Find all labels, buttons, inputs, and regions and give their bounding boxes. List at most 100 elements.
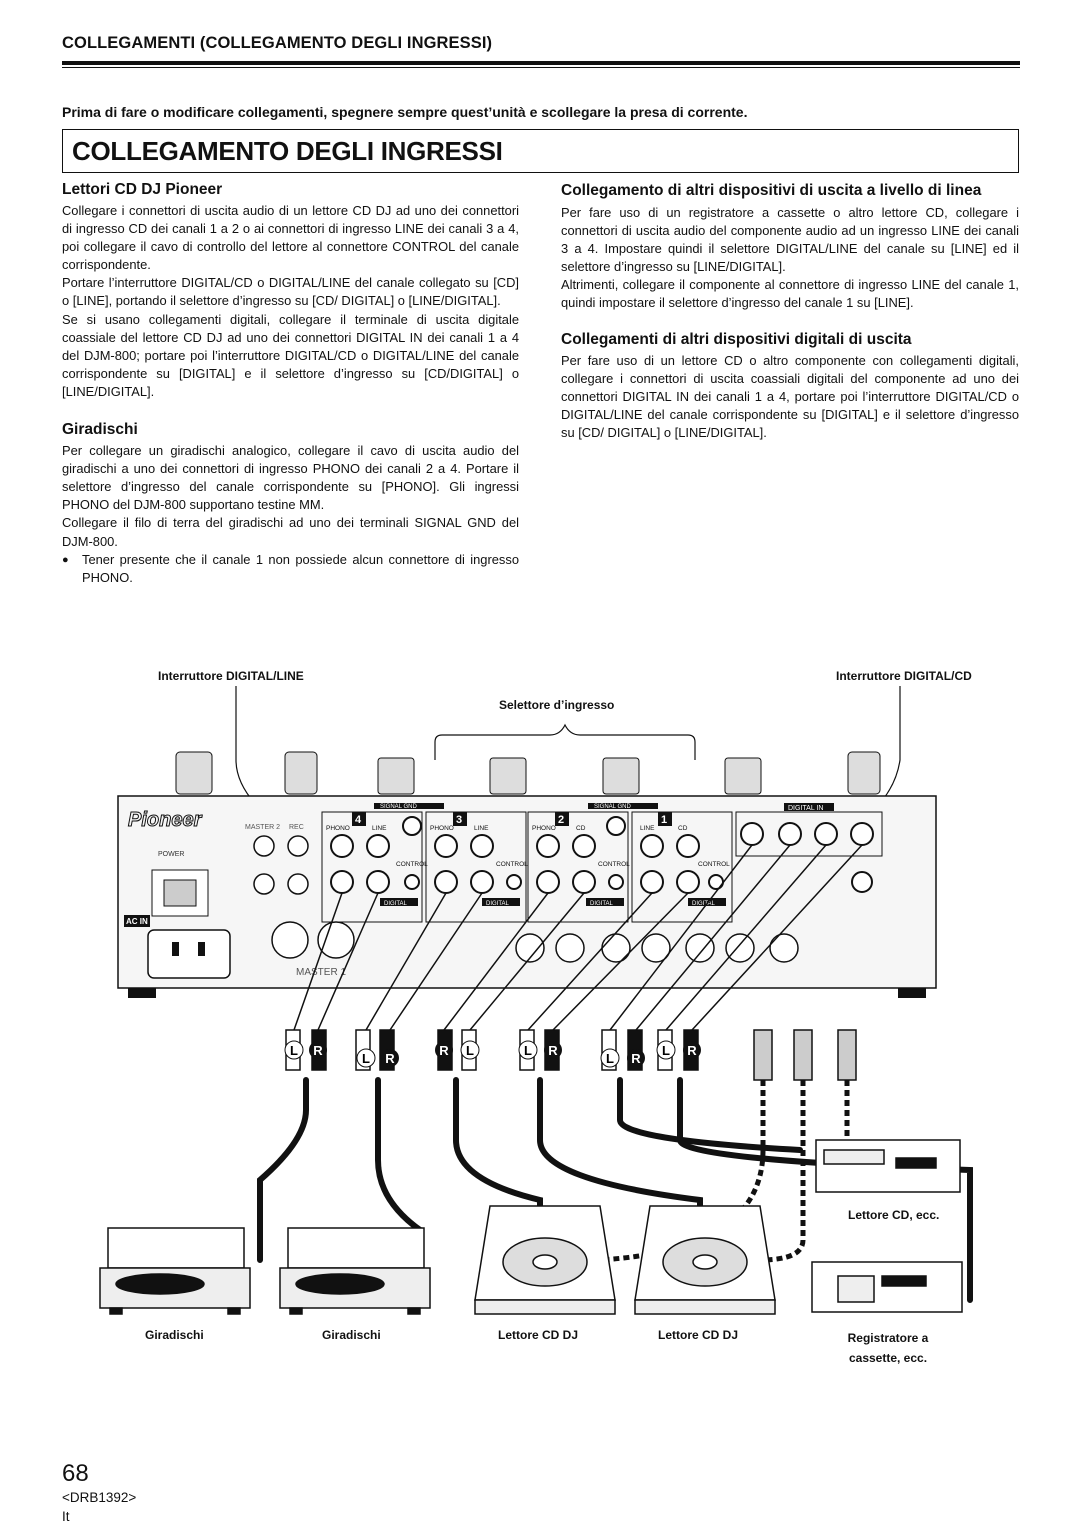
label-cdj-1: Lettore CD DJ	[498, 1328, 579, 1342]
phono-label: PHONO	[532, 825, 556, 832]
line-label: LINE	[372, 825, 387, 832]
label-turntable-2: Giradischi	[322, 1328, 381, 1342]
plug-L: L	[662, 1043, 670, 1058]
signal-gnd-label: SIGNAL GND	[380, 804, 417, 810]
warning-text: Prima di fare o modificare collegamenti,…	[62, 104, 748, 120]
other-paragraph-1: Per fare uso di un registratore a casset…	[561, 205, 1019, 275]
cd-label: CD	[678, 825, 688, 832]
plug-R: R	[548, 1043, 558, 1058]
turntable-1	[99, 1227, 251, 1315]
phono-label: PHONO	[326, 825, 350, 832]
ac-in-label: AC IN	[126, 917, 148, 926]
digital-switch-label: DIGITAL	[590, 901, 614, 907]
main-title-box	[62, 129, 1019, 173]
master2-label: MASTER 2	[245, 824, 280, 831]
digital-heading: Collegamenti di altri dispositivi digita…	[561, 330, 912, 348]
plug-L: L	[466, 1043, 474, 1058]
phono-label: PHONO	[430, 825, 454, 832]
ac-in-badge	[124, 915, 150, 927]
selector-bracket	[434, 723, 696, 760]
plug-R: R	[385, 1051, 395, 1066]
selector-knob	[489, 757, 527, 795]
label-digital-cd-switch: Interruttore DIGITAL/CD	[836, 669, 972, 683]
plug-R: R	[631, 1051, 641, 1066]
label-turntable-1: Giradischi	[145, 1328, 204, 1342]
master1-label: MASTER 1	[296, 967, 346, 978]
main-title: COLLEGAMENTO DEGLI INGRESSI	[72, 136, 503, 166]
cd-player-etc	[815, 1139, 961, 1193]
other-heading: Collegamento di altri dispositivi di usc…	[561, 182, 982, 199]
connection-diagram: Pioneer POWER AC IN MASTER 2 REC MASTER …	[99, 686, 973, 1315]
digital-in-label: DIGITAL IN	[788, 805, 823, 812]
cassette-deck	[811, 1261, 963, 1313]
knob	[175, 751, 213, 795]
digital-paragraph-1: Per fare uso di un lettore CD o altro co…	[561, 352, 1019, 440]
cdj-player-1	[474, 1205, 616, 1315]
digital-switch-label: DIGITAL	[692, 901, 716, 907]
line-label: LINE	[640, 825, 655, 832]
turntable-heading: Giradischi	[62, 421, 138, 439]
label-digital-line-switch: Interruttore DIGITAL/LINE	[158, 669, 304, 683]
cd-paragraph-1: Collegare i connettori di uscita audio d…	[62, 203, 519, 273]
document-code: <DRB1392>	[62, 1490, 137, 1505]
label-cassette-deck: Registratore a cassette, ecc.	[847, 1331, 929, 1365]
header-rule-thin	[62, 67, 1020, 69]
turntable-2	[279, 1227, 431, 1315]
control-label: CONTROL	[698, 861, 730, 868]
pioneer-logo: Pioneer	[128, 809, 203, 831]
other-paragraph-2: Altrimenti, collegare il componente al c…	[561, 277, 1019, 311]
page-header-title: COLLEGAMENTI (COLLEGAMENTO DEGLI INGRESS…	[62, 34, 493, 52]
bullet-text: Tener presente che il canale 1 non possi…	[82, 551, 519, 585]
plug-L: L	[606, 1051, 614, 1066]
channel-1-badge: 1	[661, 814, 667, 826]
turntable-paragraph-2: Collegare il filo di terra del giradisch…	[62, 515, 519, 549]
header-rule	[62, 61, 1020, 65]
cd-heading: Lettori CD DJ Pioneer	[62, 181, 223, 198]
plug-R: R	[439, 1043, 449, 1058]
control-label: CONTROL	[396, 861, 428, 868]
language-code: It	[62, 1509, 70, 1524]
label-cd-player-etc: Lettore CD, ecc.	[848, 1208, 940, 1222]
digital-switch-label: DIGITAL	[384, 901, 408, 907]
mixer-foot	[898, 988, 926, 998]
bullet-icon: ●	[62, 553, 69, 566]
cd-label: CD	[576, 825, 586, 832]
channel-4-badge: 4	[355, 814, 362, 826]
label-input-selector: Selettore d’ingresso	[499, 698, 615, 712]
mixer-knobs	[175, 751, 881, 795]
turntable-paragraph-1: Per collegare un giradischi analogico, c…	[62, 443, 519, 513]
plug-L: L	[524, 1043, 532, 1058]
plug-L: L	[290, 1043, 298, 1058]
signal-gnd-bar	[374, 803, 444, 809]
label-cdj-2: Lettore CD DJ	[658, 1328, 739, 1342]
cd-paragraph-3: Se si usano collegamenti digitali, colle…	[62, 311, 519, 399]
rec-label: REC	[289, 824, 304, 831]
rca-jacks	[330, 816, 874, 894]
signal-gnd-bar	[588, 803, 658, 809]
signal-gnd-label: SIGNAL GND	[594, 804, 631, 810]
turntable-bullet: ● Tener presente che il canale 1 non pos…	[62, 551, 519, 587]
channel-3-badge: 3	[456, 814, 462, 826]
line-label: LINE	[474, 825, 489, 832]
left-column: Lettori CD DJ Pioneer Collegare i connet…	[62, 181, 519, 587]
ac-inlet	[147, 929, 231, 979]
power-label: POWER	[158, 851, 184, 858]
control-label: CONTROL	[496, 861, 528, 868]
digital-in-bar	[784, 803, 834, 811]
selector-knob	[377, 757, 415, 795]
right-column: Collegamento di altri dispositivi di usc…	[561, 181, 1019, 442]
power-switch-rocker	[163, 879, 197, 907]
cdj-player-2	[634, 1205, 776, 1315]
plug-R: R	[687, 1043, 697, 1058]
digital-switch-label: DIGITAL	[486, 901, 510, 907]
knob	[847, 751, 881, 795]
page-number: 68	[62, 1460, 89, 1487]
plug-L: L	[362, 1051, 370, 1066]
cd-paragraph-2: Portare l’interruttore DIGITAL/CD o DIGI…	[62, 275, 519, 309]
plug-R: R	[313, 1043, 323, 1058]
channel-2-badge: 2	[558, 814, 564, 826]
knob	[284, 751, 318, 795]
selector-knob	[602, 757, 640, 795]
selector-knob	[724, 757, 762, 795]
mixer-foot	[128, 988, 156, 998]
